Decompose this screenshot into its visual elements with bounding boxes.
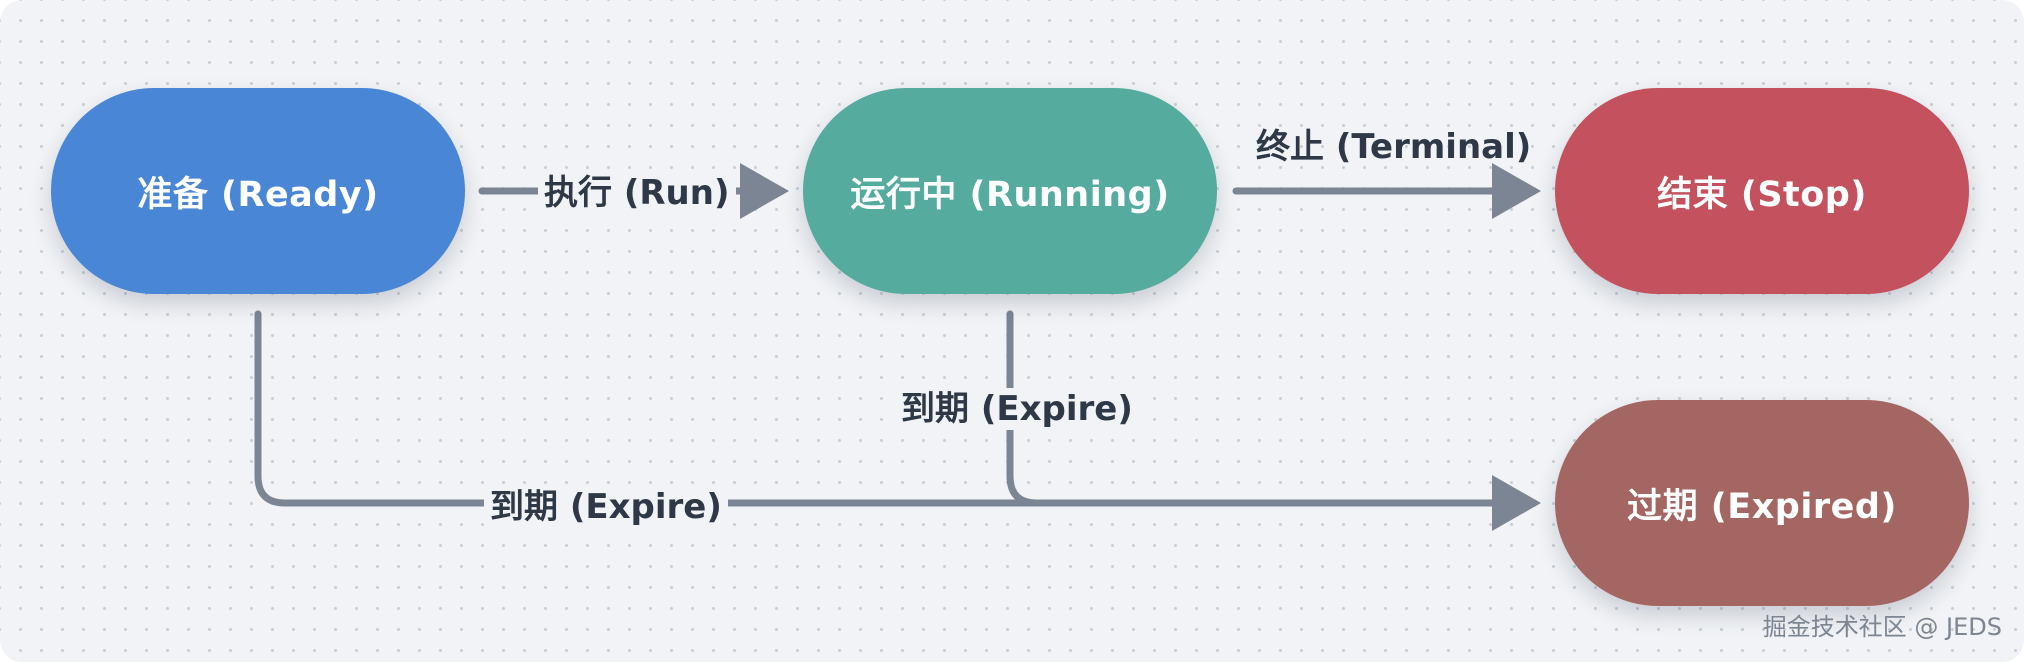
edge-expire-running xyxy=(1006,310,1538,507)
edge-label-expire-ready: 到期 (Expire) xyxy=(484,486,728,528)
node-stop-label: 结束 (Stop) xyxy=(1657,174,1867,215)
node-expired: 过期 (Expired) xyxy=(1555,400,1969,606)
edge-expire-ready xyxy=(254,310,1541,531)
node-running-label: 运行中 (Running) xyxy=(850,174,1170,215)
watermark: 掘金技术社区 @ JEDS xyxy=(1762,613,2002,641)
edge-label-expire-running: 到期 (Expire) xyxy=(895,388,1139,430)
edge-label-run: 执行 (Run) xyxy=(538,172,736,214)
edge-label-terminal: 终止 (Terminal) xyxy=(1256,127,1532,167)
node-ready-label: 准备 (Ready) xyxy=(137,174,379,215)
node-expired-label: 过期 (Expired) xyxy=(1627,486,1897,527)
node-stop: 结束 (Stop) xyxy=(1555,88,1969,294)
node-ready: 准备 (Ready) xyxy=(51,88,465,294)
node-running: 运行中 (Running) xyxy=(803,88,1217,294)
